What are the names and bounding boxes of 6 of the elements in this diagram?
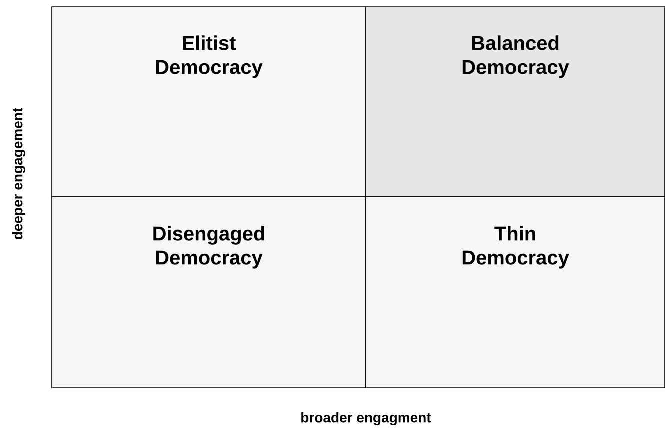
quadrant-box: Elitist Democracy bbox=[52, 6, 366, 198]
quadrant-box: Thin Democracy bbox=[366, 196, 665, 388]
axis-label: deeper engagement bbox=[12, 108, 26, 240]
quadrant-box: Disengaged Democracy bbox=[52, 196, 366, 388]
quadrant-box: Balanced Democracy bbox=[366, 6, 665, 198]
axis-label: broader engagment bbox=[302, 412, 432, 426]
